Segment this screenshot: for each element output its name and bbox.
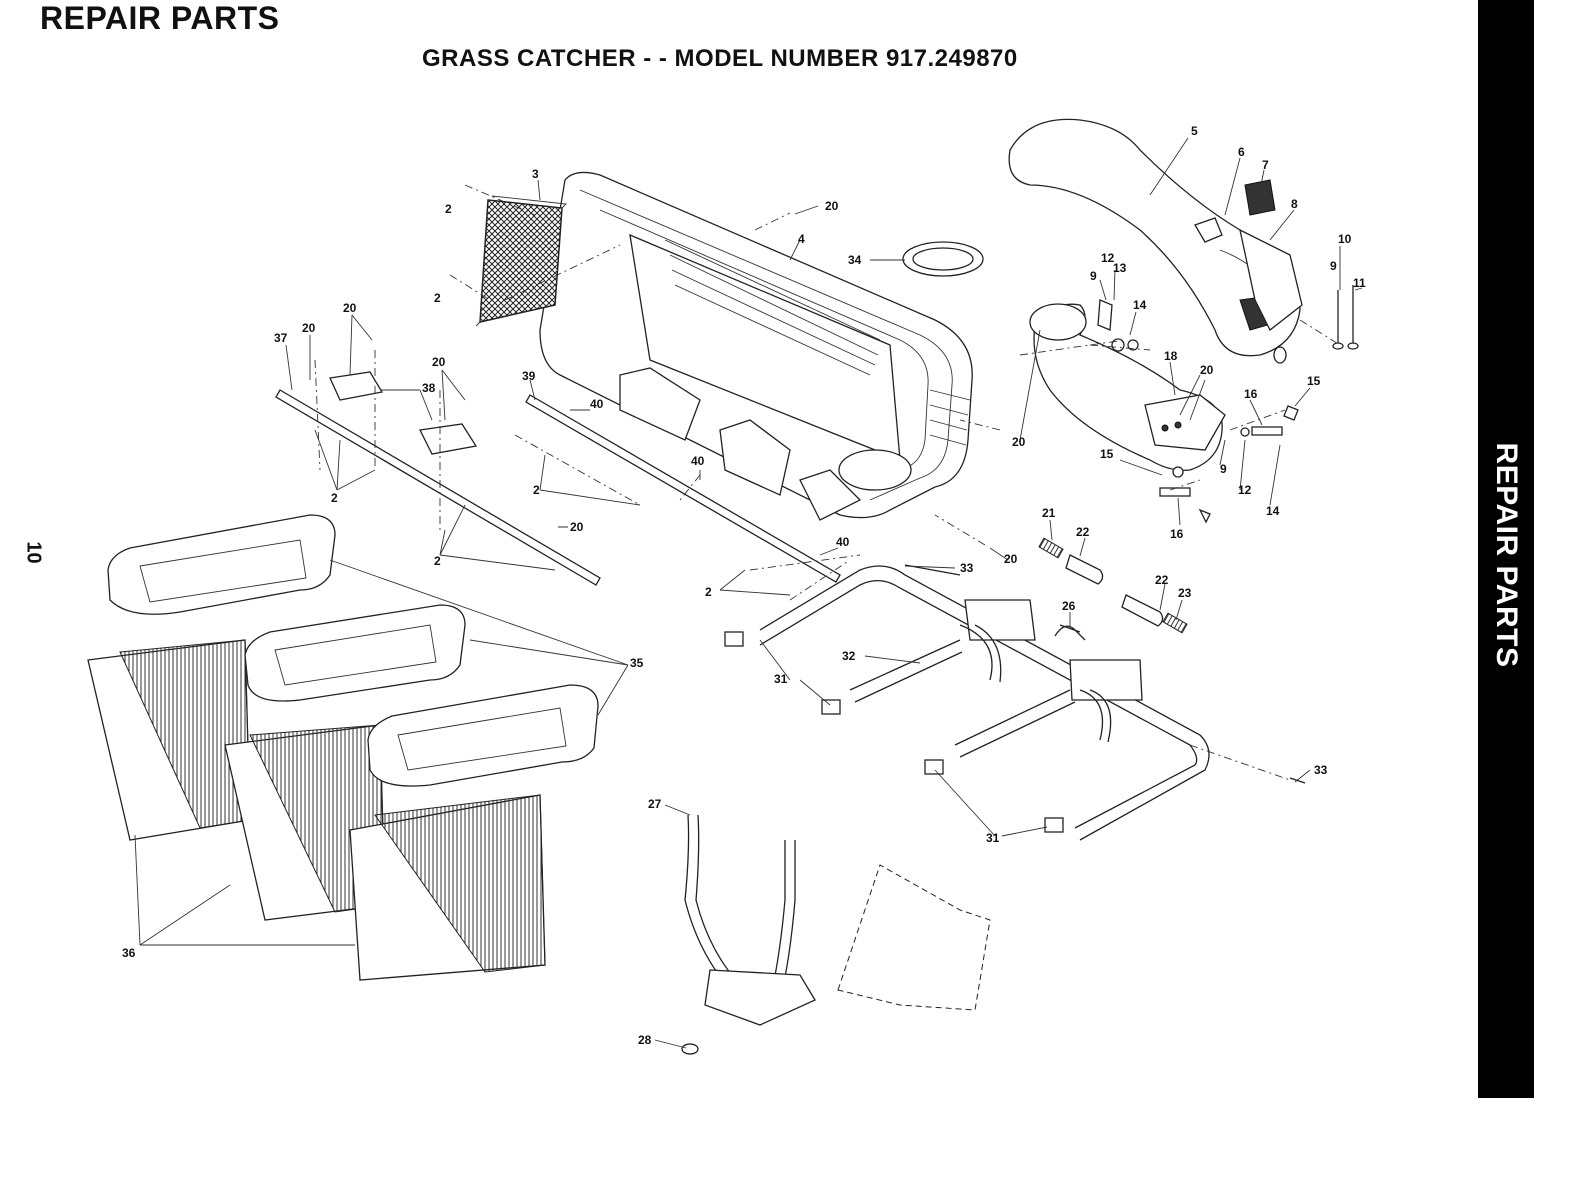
callout-39: 39 [522,369,536,383]
callout-15: 15 [1100,447,1114,461]
callout-32: 32 [842,649,856,663]
callout-20: 20 [432,355,446,369]
shield-outline [837,864,991,1011]
callout-18: 18 [1164,349,1178,363]
ring-part [902,241,984,277]
pin-parts [1332,285,1359,350]
callout-22: 22 [1155,573,1169,587]
callout-4: 4 [798,232,805,246]
rail-parts [275,371,841,586]
callout-40: 40 [691,454,705,468]
callout-38: 38 [422,381,436,395]
callout-33: 33 [960,561,974,575]
clip-part [1054,624,1086,641]
page-title: REPAIR PARTS [40,0,280,36]
callout-16: 16 [1170,527,1184,541]
hardware-parts [1097,299,1299,524]
callout-28: 28 [638,1033,652,1047]
callout-37: 37 [274,331,288,345]
callout-22: 22 [1076,525,1090,539]
callout-9: 9 [1330,259,1337,273]
deflector-part [1029,303,1226,471]
callout-20: 20 [302,321,316,335]
callout-20: 20 [1012,435,1026,449]
callout-31: 31 [774,672,788,686]
callout-10: 10 [1338,232,1352,246]
callout-33: 33 [1314,763,1328,777]
assembly-lines [314,184,1341,781]
callout-13: 13 [1113,261,1127,275]
callout-5: 5 [1191,124,1198,138]
catcher-hood-part [539,171,973,521]
callout-20: 20 [343,301,357,315]
frame-parts [724,564,1306,841]
callout-2: 2 [434,554,441,568]
callout-20: 20 [570,520,584,534]
callout-7: 7 [1262,158,1269,172]
callout-8: 8 [1291,197,1298,211]
callout-3: 3 [532,167,539,181]
callout-12: 12 [1101,251,1115,265]
callout-35: 35 [630,656,644,670]
callout-31: 31 [986,831,1000,845]
callout-2: 2 [331,491,338,505]
callout-2: 2 [445,202,452,216]
callout-2: 2 [533,483,540,497]
callout-36: 36 [122,946,136,960]
diagram-subtitle: GRASS CATCHER - - MODEL NUMBER 917.24987… [422,45,1018,72]
chute-latch-parts [1194,179,1303,332]
spring-roller-parts [1038,537,1188,634]
callout-20: 20 [1004,552,1018,566]
callout-16: 16 [1244,387,1258,401]
callout-15: 15 [1307,374,1321,388]
callout-23: 23 [1178,586,1192,600]
callout-34: 34 [848,253,862,267]
callout-40: 40 [836,535,850,549]
callout-40: 40 [590,397,604,411]
callout-9: 9 [1220,462,1227,476]
callout-14: 14 [1133,298,1147,312]
callout-21: 21 [1042,506,1056,520]
catcher-bags [87,514,599,981]
callout-2: 2 [705,585,712,599]
handle-part [681,814,816,1055]
screen-part [475,195,567,327]
callout-6: 6 [1238,145,1245,159]
callout-11: 11 [1353,276,1366,290]
callout-27: 27 [648,797,662,811]
callout-9: 9 [1090,269,1097,283]
callout-2: 2 [434,291,441,305]
callout-20: 20 [825,199,839,213]
side-tab-label: REPAIR PARTS [1490,442,1523,668]
callout-26: 26 [1062,599,1076,613]
callout-14: 14 [1266,504,1280,518]
callout-12: 12 [1238,483,1252,497]
callout-20: 20 [1200,363,1214,377]
side-tab: REPAIR PARTS [1478,0,1534,1098]
leader-lines [134,137,1363,1049]
exploded-parts-diagram: 2 2 2 2 2 2 3 4 5 6 7 8 9 9 9 10 11 12 1… [87,118,1366,1055]
callout-labels: 2 2 2 2 2 2 3 4 5 6 7 8 9 9 9 10 11 12 1… [122,124,1366,1047]
